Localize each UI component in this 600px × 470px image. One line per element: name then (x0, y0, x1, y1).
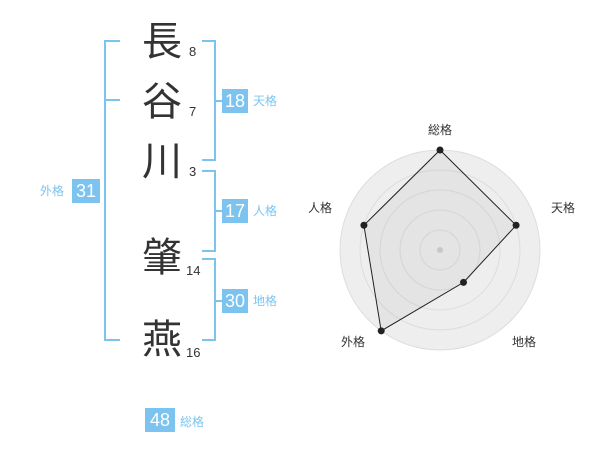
chikaku-label: 地格 (253, 294, 278, 308)
name-char-2: 谷 (142, 79, 182, 125)
gaikaku-badge: 31 (72, 179, 100, 203)
radar-score-polygon (363, 149, 517, 332)
radar-chart: 総格 天格 地格 外格 人格 (308, 122, 575, 351)
jinkaku-connector (214, 210, 222, 212)
radar-axis-label-jinkaku: 人格 (308, 200, 332, 215)
name-char-1: 長 (142, 19, 182, 65)
soukaku-badge: 48 (145, 408, 175, 432)
stroke-count-1: 8 (189, 44, 197, 59)
name-char-3: 川 (142, 139, 182, 185)
name-char-5: 燕 (142, 317, 182, 363)
radar-axis-label-tenkaku: 天格 (551, 200, 575, 215)
name-char-4: 肇 (142, 235, 182, 281)
chikaku-connector (214, 300, 222, 302)
radar-point-3 (377, 327, 385, 335)
radar-grid-ring (419, 229, 461, 271)
tenkaku-badge: 18 (222, 89, 248, 113)
jinkaku-badge: 17 (222, 199, 248, 223)
soukaku-label: 総格 (180, 415, 205, 429)
radar-point-2 (460, 278, 468, 286)
radar-axis-label-chikaku: 地格 (512, 334, 536, 349)
tenkaku-label: 天格 (253, 94, 278, 108)
stroke-count-2: 7 (189, 104, 197, 119)
radar-axis-label-soukaku: 総格 (428, 122, 452, 137)
radar-point-1 (512, 221, 520, 229)
radar-axis-label-gaikaku: 外格 (341, 334, 365, 349)
gaikaku-label: 外格 (40, 184, 65, 198)
gaikaku-bracket (104, 40, 120, 341)
radar-grid-ring (399, 209, 481, 291)
radar-grid-ring (359, 169, 521, 331)
chikaku-badge: 30 (222, 289, 248, 313)
gaikaku-tick (104, 99, 120, 101)
radar-grid-ring (379, 189, 501, 311)
stroke-count-4: 14 (186, 263, 201, 278)
radar-point-4 (360, 221, 368, 229)
stroke-count-3: 3 (189, 164, 197, 179)
radar-center-dot (437, 247, 443, 253)
radar-point-0 (436, 146, 444, 154)
stroke-count-5: 16 (186, 345, 201, 360)
tenkaku-connector (214, 100, 222, 102)
chikaku-bracket (202, 258, 216, 341)
jinkaku-label: 人格 (253, 204, 278, 218)
